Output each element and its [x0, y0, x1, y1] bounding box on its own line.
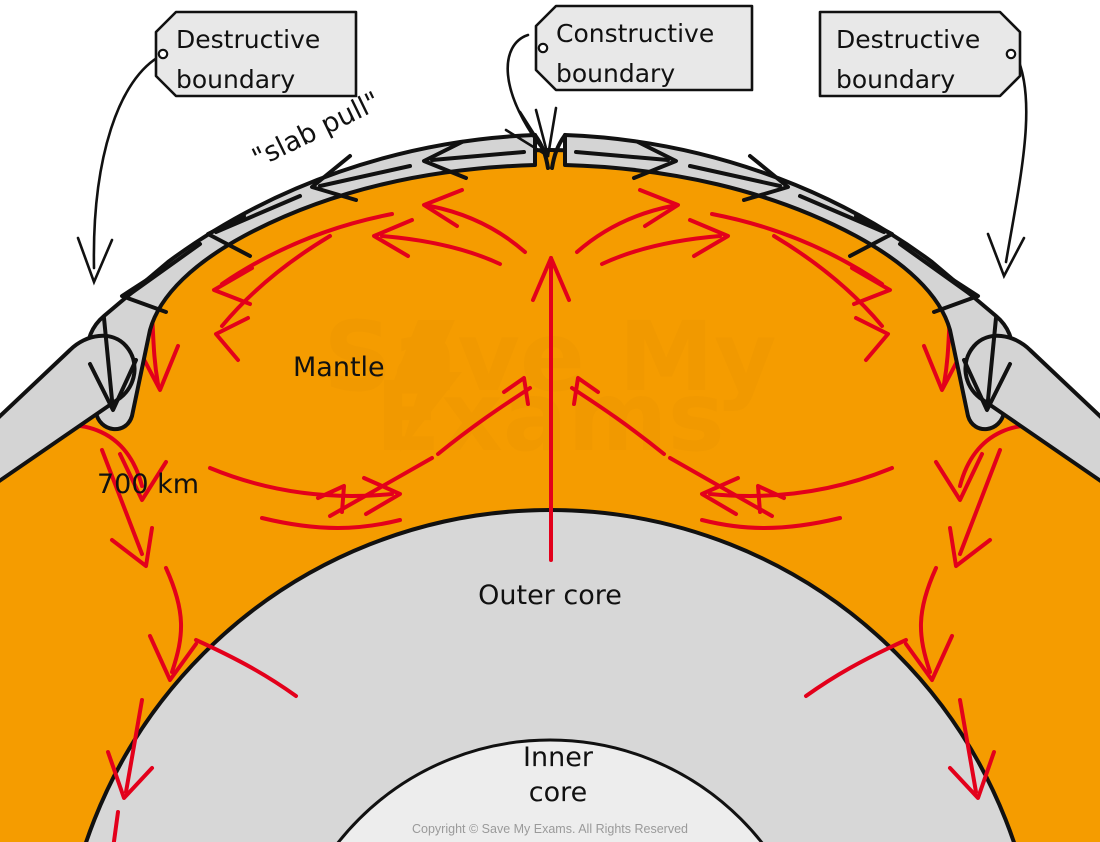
convection-arrow-left-descend-3 [106, 698, 154, 800]
callout-eyelet-icon [157, 48, 169, 60]
plate-arrow-right-2 [688, 154, 790, 202]
leader-center-constructive [504, 33, 558, 158]
callout-tag-shape [534, 4, 754, 92]
convection-arrow-left-descend-1 [100, 448, 154, 568]
convection-arrow-left-descend-4 [110, 810, 120, 842]
convection-arrow-central-rise [531, 256, 571, 562]
inner-core-layer [336, 738, 764, 842]
plate-arrow-left-1 [422, 140, 526, 180]
convection-arrow-core-right [570, 376, 786, 518]
callout-right-destructive[interactable]: Destructive boundary [818, 10, 1022, 98]
convection-arrow-core-flank-right [804, 638, 908, 698]
label-inner-core-line-2: core [529, 777, 587, 808]
convection-arrow-core-left [316, 376, 532, 518]
plate-arrow-right-1 [574, 140, 678, 180]
plate-arrow-left-slab-down [88, 316, 138, 412]
plate-arrow-left-4 [120, 242, 202, 314]
plate-arrow-left-3 [206, 194, 302, 258]
convection-arrow-ridge-left [372, 188, 527, 266]
callout-eyelet-icon [537, 42, 549, 54]
label-slab-pull: "slab pull" [247, 86, 385, 174]
convection-arrow-ridge-right [575, 188, 730, 266]
copyright-text: Copyright © Save My Exams. All Rights Re… [412, 822, 688, 836]
callout-tag-shape [154, 10, 358, 98]
label-700km: 700 km [97, 469, 199, 500]
watermark-bolt-icon [392, 320, 462, 452]
convection-arrows [28, 188, 1074, 842]
convection-arrow-right-descend-2 [904, 566, 954, 682]
crust-plate-left-continental [0, 333, 137, 483]
callout-left-line-1: Destructive [176, 25, 320, 54]
callout-right-line-1: Destructive [836, 25, 980, 54]
convection-arrow-right-upper [710, 212, 892, 362]
convection-arrow-right-descend-1 [948, 448, 1002, 568]
leader-right-destructive [986, 53, 1028, 280]
convection-arrow-left-upper [212, 212, 394, 362]
plate-arrow-right-3 [798, 194, 894, 258]
callout-tag-shape [818, 10, 1022, 98]
plate-arrow-right-4 [898, 242, 980, 314]
crust-layer [0, 133, 1100, 483]
plate-arrow-left-2 [310, 154, 412, 202]
callout-center-line-1: Constructive [556, 19, 714, 48]
callout-right-line-2: boundary [836, 65, 955, 94]
convection-arrow-left-descend-2 [148, 566, 198, 682]
label-outer-core: Outer core [478, 580, 622, 611]
crust-plate-right-continental [963, 333, 1100, 483]
convection-arrow-core-flank-left [194, 638, 298, 698]
label-mantle: Mantle [293, 352, 385, 383]
callout-left-destructive[interactable]: Destructive boundary [154, 10, 358, 98]
callout-center-line-2: boundary [556, 59, 675, 88]
plate-arrow-right-slab-down [962, 316, 1012, 412]
plate-motion-arrows [88, 140, 1012, 412]
label-inner-core-line-1: Inner [523, 742, 594, 773]
leader-left-destructive [76, 53, 164, 286]
callout-center-constructive[interactable]: Constructive boundary [534, 4, 754, 92]
callout-left-line-2: boundary [176, 65, 295, 94]
convection-arrow-right-descend-3 [948, 698, 996, 800]
callout-leader-lines [76, 33, 1028, 286]
callout-eyelet-icon [1005, 48, 1017, 60]
